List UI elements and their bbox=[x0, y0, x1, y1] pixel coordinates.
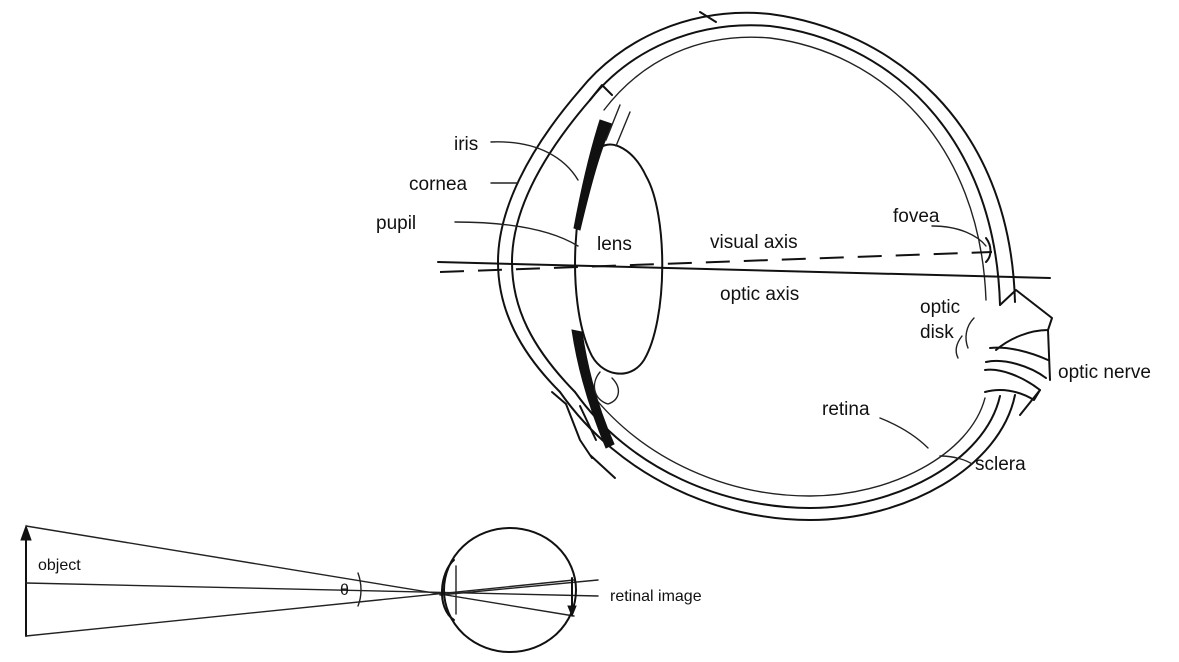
label-sclera: sclera bbox=[975, 454, 1026, 475]
label-lens: lens bbox=[597, 234, 632, 255]
label-optic-axis: optic axis bbox=[720, 284, 799, 305]
label-optic-disk-1: optic bbox=[920, 297, 960, 318]
theta-arc bbox=[358, 573, 361, 606]
label-retinal-image: retinal image bbox=[610, 588, 702, 605]
optic-disk-bracket bbox=[956, 318, 974, 358]
object-arrowhead bbox=[21, 526, 31, 540]
label-cornea: cornea bbox=[409, 174, 468, 195]
ciliary-upper bbox=[590, 12, 716, 100]
eye-cross-section bbox=[438, 12, 1052, 520]
visual-angle-inset: object θ retinal image bbox=[21, 526, 702, 652]
leader-iris bbox=[491, 142, 578, 180]
label-visual-axis: visual axis bbox=[710, 232, 798, 253]
zonule-lower bbox=[594, 372, 618, 404]
leader-retina bbox=[880, 418, 928, 448]
leader-pupil bbox=[455, 222, 578, 246]
iris-upper bbox=[574, 120, 612, 230]
label-pupil: pupil bbox=[376, 213, 416, 234]
label-theta: θ bbox=[340, 582, 349, 599]
label-object: object bbox=[38, 557, 81, 574]
label-fovea: fovea bbox=[893, 206, 940, 227]
optic-nerve-upper bbox=[996, 290, 1052, 350]
retinal-image-arrowhead bbox=[568, 606, 576, 616]
label-retina: retina bbox=[822, 399, 870, 420]
optic-nerve-lower bbox=[985, 370, 1040, 400]
ray-extension bbox=[440, 580, 598, 595]
optic-axis-line bbox=[438, 262, 1050, 278]
ray-top bbox=[26, 526, 574, 616]
ray-bottom bbox=[26, 580, 574, 636]
small-eye bbox=[444, 528, 576, 652]
fovea-dip bbox=[986, 238, 991, 262]
label-optic-nerve: optic nerve bbox=[1058, 362, 1151, 383]
ray-center bbox=[26, 583, 598, 596]
label-iris: iris bbox=[454, 134, 478, 155]
optic-nerve-end bbox=[1020, 330, 1050, 415]
optic-nerve-core bbox=[986, 348, 1048, 378]
label-optic-disk-2: disk bbox=[920, 322, 954, 343]
